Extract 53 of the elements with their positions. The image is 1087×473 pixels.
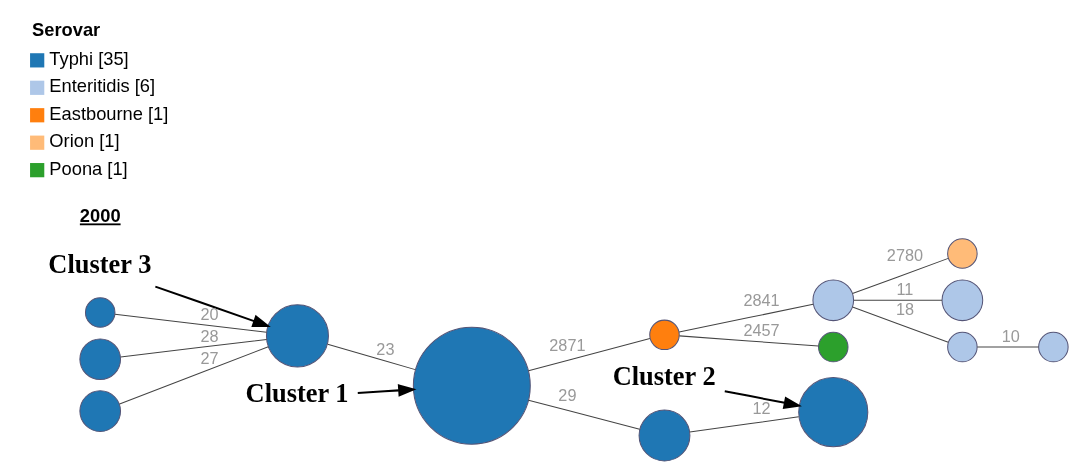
connector — [689, 415, 800, 433]
node-circle — [818, 331, 849, 362]
edge-label: 18 — [895, 299, 914, 318]
label: 2000 — [79, 204, 121, 226]
edge-label: 2457 — [743, 320, 780, 339]
node-text: Cluster 1 — [245, 377, 349, 408]
connector — [852, 257, 949, 294]
edge-label: 27 — [200, 348, 219, 367]
connector — [976, 346, 1040, 348]
edge-label: 2841 — [743, 290, 780, 309]
node-circle — [412, 326, 531, 445]
node-circle — [947, 331, 978, 362]
connector — [853, 299, 943, 301]
legend-label: Poona [1] — [49, 157, 128, 179]
node-circle — [649, 319, 680, 350]
edge-label: 10 — [1001, 326, 1020, 345]
arrow — [724, 389, 802, 409]
connector — [678, 334, 819, 347]
edge-label: 2871 — [549, 335, 586, 354]
connector — [119, 345, 269, 405]
node-circle — [812, 278, 855, 321]
connector — [852, 306, 949, 343]
node-circle — [1038, 331, 1069, 362]
legend-label: Orion [1] — [49, 129, 120, 151]
node-circle — [265, 303, 329, 367]
arrow — [155, 285, 271, 327]
node-text: Cluster 3 — [48, 248, 152, 279]
edge-label: 23 — [376, 339, 395, 358]
edge-label: 2780 — [886, 245, 924, 264]
edge-label: 20 — [200, 304, 219, 323]
legend-label: Enteritidis [6] — [49, 74, 156, 96]
connector — [114, 313, 268, 333]
node-circle — [941, 278, 984, 321]
node-circle — [947, 237, 978, 269]
node-circle — [84, 296, 116, 328]
edge-label: 28 — [200, 326, 219, 345]
connector — [528, 337, 651, 371]
arrow — [357, 383, 417, 397]
connector — [678, 303, 814, 333]
connector — [120, 338, 268, 357]
edge-label: 29 — [558, 385, 577, 404]
connector — [528, 399, 641, 430]
node-circle — [798, 376, 869, 447]
node-circle — [79, 337, 122, 380]
legend-label: Typhi [35] — [49, 47, 129, 69]
connector — [327, 343, 416, 370]
node-circle — [79, 389, 122, 432]
node-text: Cluster 2 — [612, 360, 716, 391]
legend-label: Eastbourne [1] — [49, 102, 169, 124]
label: Serovar — [32, 18, 101, 40]
edge-label: 11 — [896, 279, 914, 298]
edge-label: 12 — [752, 398, 771, 417]
node-circle — [638, 409, 691, 461]
